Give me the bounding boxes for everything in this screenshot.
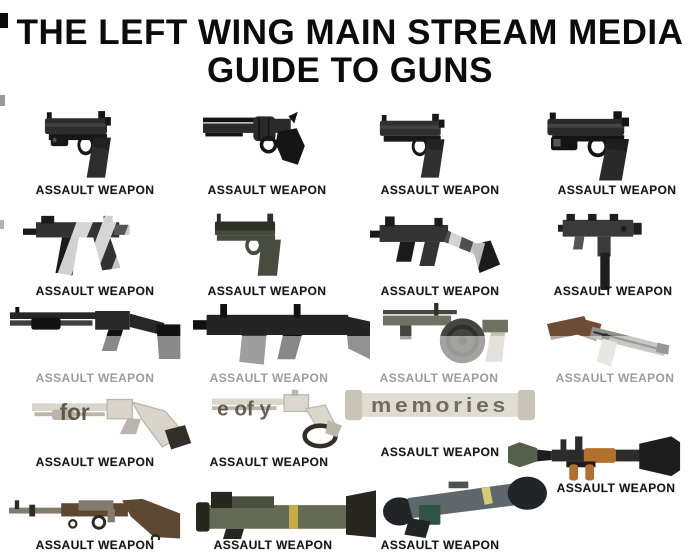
rpg-7-image — [508, 432, 683, 482]
pistol-with-tactical-light-image — [545, 105, 665, 183]
assault-weapon-label: ASSAULT WEAPON — [35, 538, 155, 552]
pump-shotgun-watermarked-image: for — [32, 388, 195, 452]
assault-weapon-label: ASSAULT WEAPON — [553, 284, 673, 298]
machine-pistol-folding-stock-image — [370, 208, 507, 290]
assault-weapon-label: ASSAULT WEAPON — [556, 481, 676, 495]
rocket-tube-watermarked-art: memories — [345, 389, 535, 421]
machine-pistol-art — [23, 212, 143, 276]
watermark-letters: for — [60, 399, 90, 425]
revolver-image — [203, 107, 320, 180]
smg-long-magazine-art — [558, 213, 642, 291]
pistol-with-laser-sight-image — [43, 105, 140, 180]
scan-artifact-top-left — [0, 13, 8, 28]
pistol-with-laser-sight-art — [44, 111, 111, 178]
rocket-tube-watermarked-image: memories — [345, 388, 535, 422]
assault-weapon-label: ASSAULT WEAPON — [557, 183, 677, 197]
assault-weapon-label: ASSAULT WEAPON — [380, 445, 500, 459]
combat-shotgun-image — [10, 303, 183, 367]
drum-revolver-shotgun-art — [383, 303, 508, 364]
lever-action-watermarked-art: e of y — [212, 389, 342, 449]
assault-weapon-label: ASSAULT WEAPON — [35, 371, 155, 385]
assault-weapon-label: ASSAULT WEAPON — [555, 371, 675, 385]
automatic-shotgun-art — [193, 304, 370, 365]
rpg-7-art — [508, 436, 681, 481]
assault-weapon-label: ASSAULT WEAPON — [379, 371, 499, 385]
assault-weapon-label: ASSAULT WEAPON — [207, 284, 327, 298]
automatic-shotgun-image — [193, 300, 370, 370]
pump-shotgun-watermarked-art: for — [32, 399, 192, 450]
anti-tank-launcher-image — [383, 465, 547, 538]
compact-pistol-art — [214, 213, 281, 276]
assault-weapon-label: ASSAULT WEAPON — [380, 183, 500, 197]
machine-pistol-image — [23, 207, 153, 278]
semi-auto-pistol-image — [378, 108, 473, 180]
drum-revolver-shotgun-image — [383, 303, 525, 373]
smg-long-magazine-image — [558, 207, 652, 292]
assault-weapon-label: ASSAULT WEAPON — [35, 183, 155, 197]
assault-weapon-label: ASSAULT WEAPON — [209, 455, 329, 469]
rocket-launcher-image — [196, 486, 376, 539]
watermark-letters: e of y — [217, 397, 271, 420]
scan-artifact-left-1 — [0, 95, 5, 106]
rocket-launcher-art — [196, 490, 376, 539]
scan-artifact-left-2 — [0, 220, 4, 229]
pistol-with-tactical-light-art — [547, 111, 629, 181]
assault-weapon-label: ASSAULT WEAPON — [207, 183, 327, 197]
sawed-off-shotgun-image — [547, 308, 680, 372]
sawed-off-shotgun-art — [547, 316, 670, 367]
revolver-art — [203, 111, 305, 165]
combat-shotgun-art — [10, 307, 181, 359]
anti-tank-launcher-art — [383, 476, 547, 538]
lever-action-watermarked-image: e of y — [212, 387, 360, 450]
compact-pistol-image — [213, 208, 310, 278]
assault-weapon-label: ASSAULT WEAPON — [35, 284, 155, 298]
semi-auto-pistol-art — [379, 113, 445, 178]
bolt-action-rifle-art — [9, 498, 181, 540]
machine-pistol-folding-stock-art — [370, 216, 501, 279]
watermark-letters: memories — [371, 393, 509, 417]
assault-weapon-label: ASSAULT WEAPON — [35, 455, 155, 469]
bolt-action-rifle-image — [9, 490, 183, 540]
assault-weapon-label: ASSAULT WEAPON — [209, 371, 329, 385]
assault-weapon-label: ASSAULT WEAPON — [213, 538, 333, 552]
title-line-2: GUIDE TO GUNS — [207, 51, 493, 90]
assault-weapon-label: ASSAULT WEAPON — [380, 284, 500, 298]
title-line-1: THE LEFT WING MAIN STREAM MEDIA — [16, 13, 684, 52]
assault-weapon-label: ASSAULT WEAPON — [380, 538, 500, 552]
